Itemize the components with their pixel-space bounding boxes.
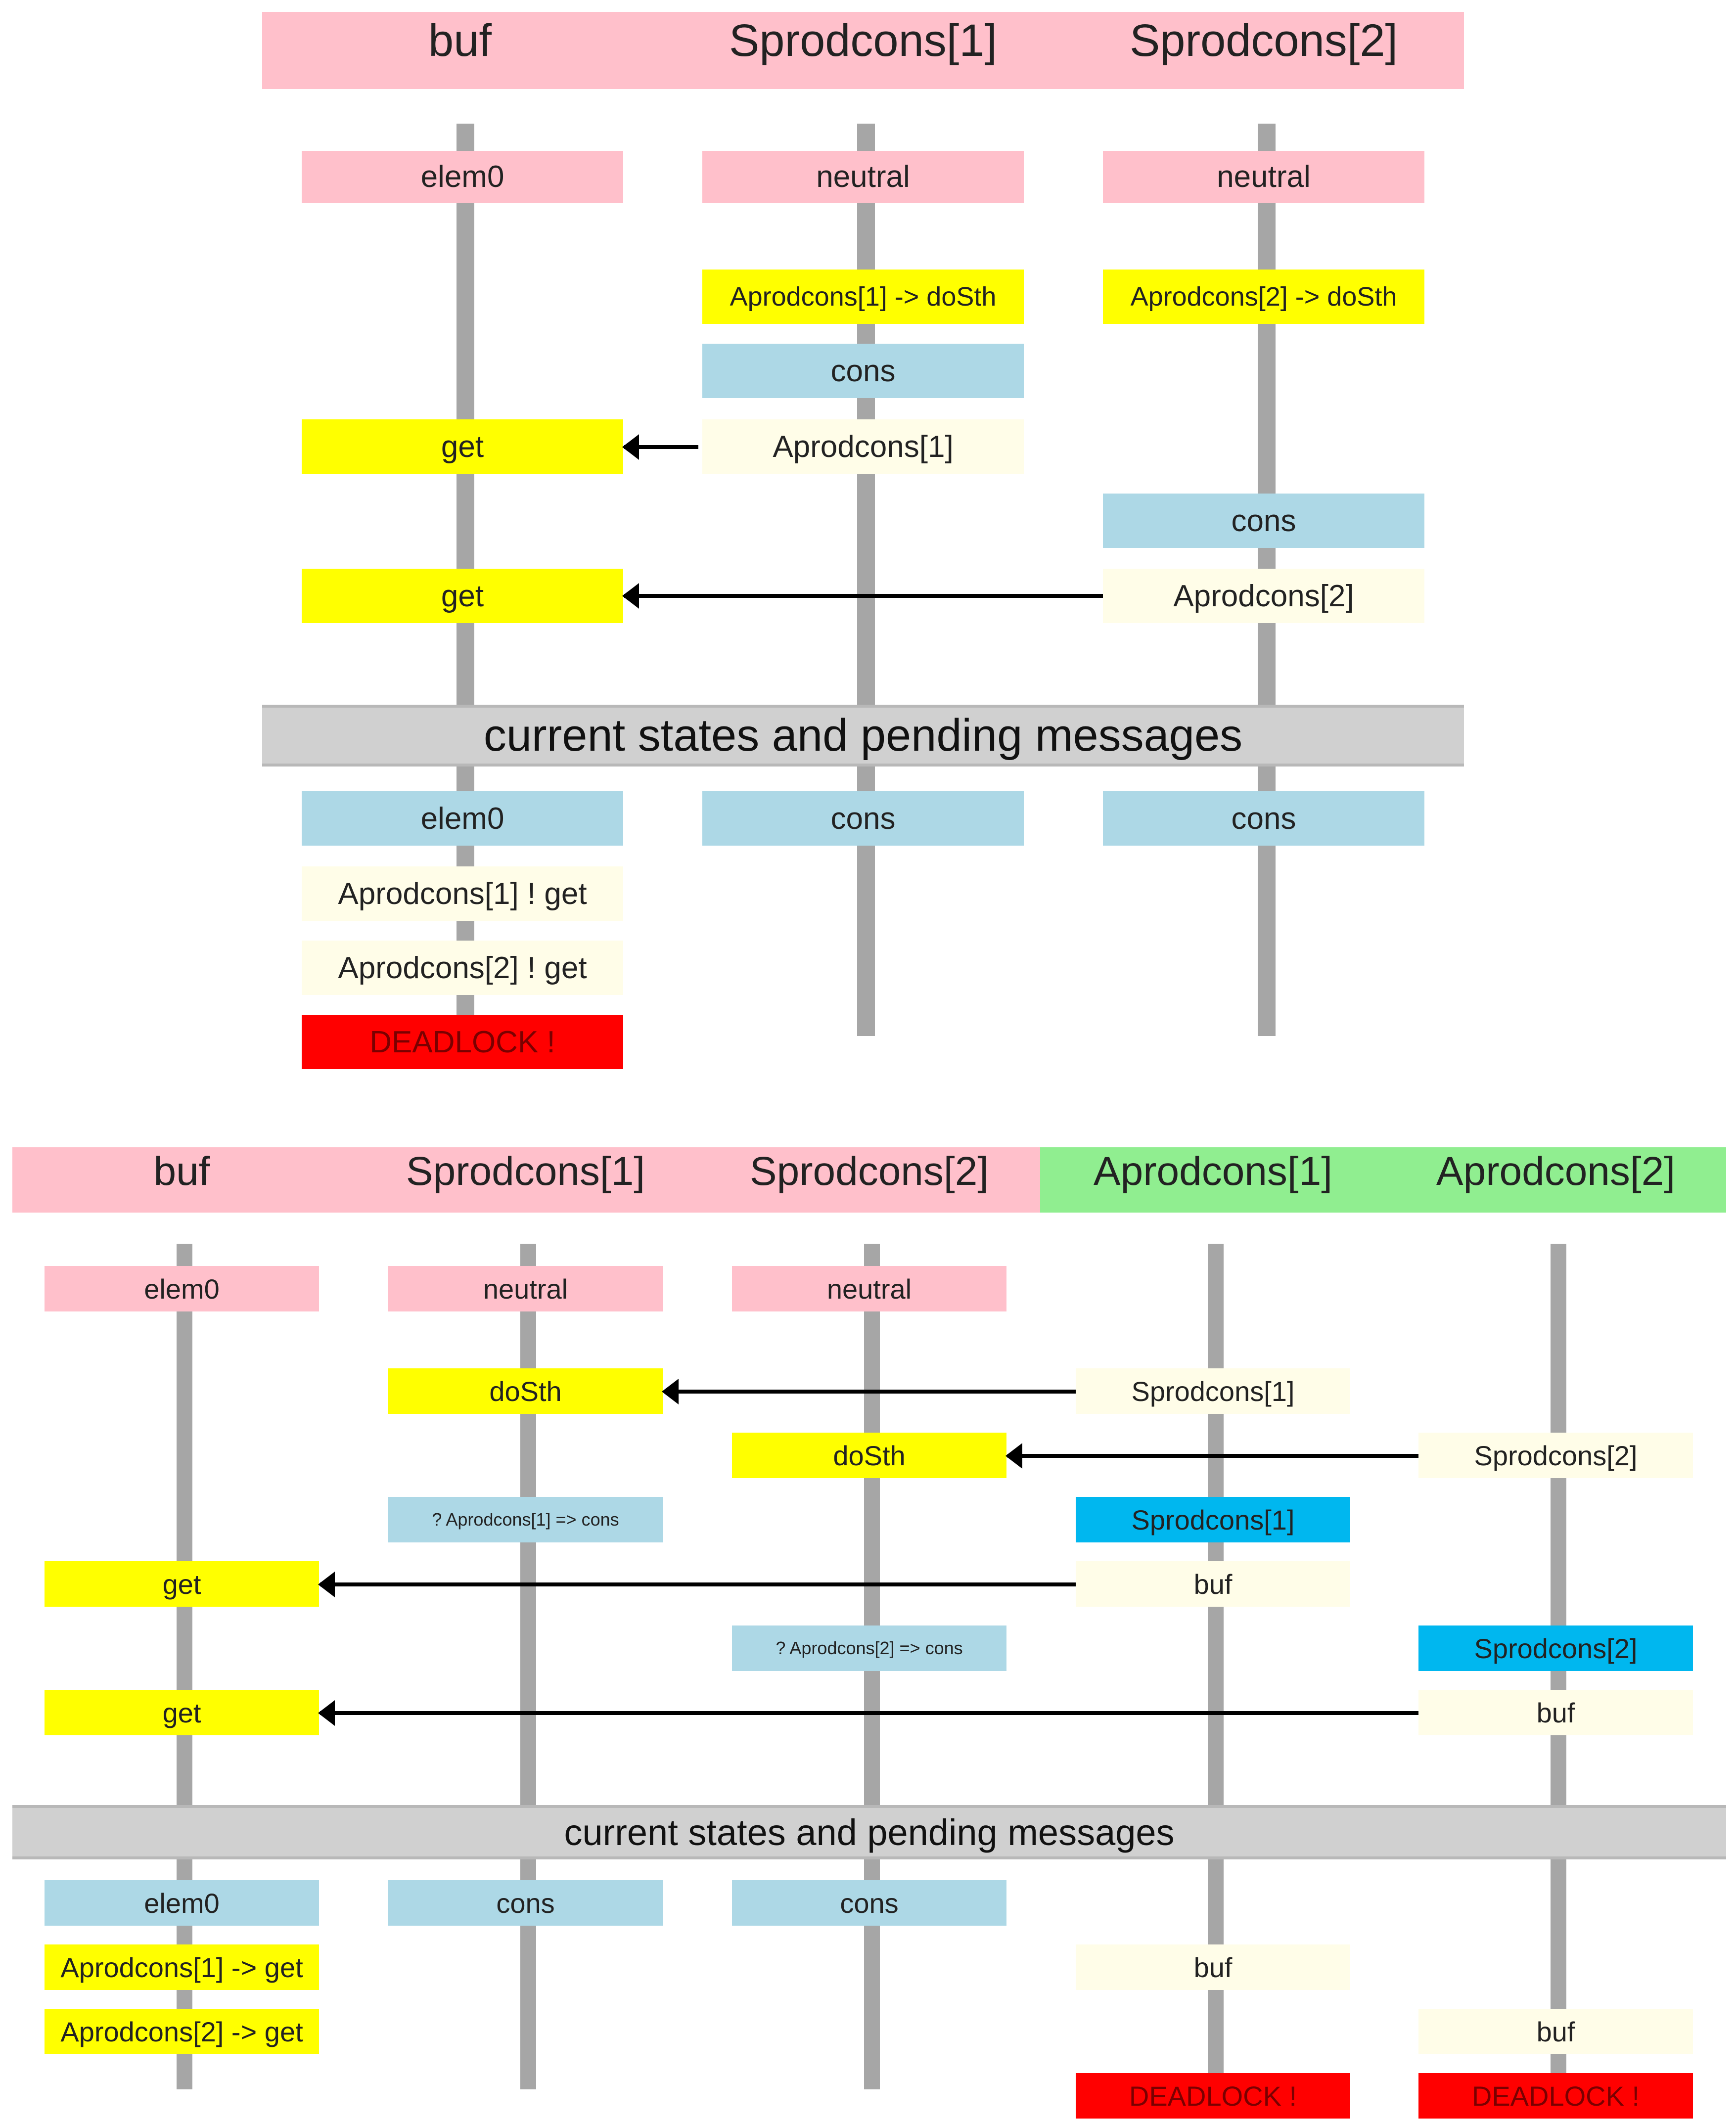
sprodcons-2-state-neutral: neutral [732, 1266, 1006, 1311]
lifeline-sprodcons-1 [857, 124, 875, 1036]
sprodcons-2-dosth: Aprodcons[2] -> doSth [1103, 270, 1424, 324]
sprodcons-1-current-state: cons [702, 791, 1024, 846]
header-buf: buf [153, 1149, 210, 1194]
aprodcons-2-message-buf: buf [1418, 1690, 1693, 1735]
buf-state-elem0: elem0 [45, 1266, 319, 1311]
header-sprodcons-1: Sprodcons[1] [729, 15, 998, 66]
sprodcons-1-dosth: Aprodcons[1] -> doSth [702, 270, 1024, 324]
buf-pending-message-1: Aprodcons[1] ! get [302, 866, 623, 921]
sprodcons-1-dosth: doSth [388, 1368, 663, 1414]
buf-get-1: get [302, 419, 623, 474]
sprodcons-1-message: Aprodcons[1] [702, 419, 1024, 474]
header-sprodcons-2: Sprodcons[2] [749, 1149, 989, 1194]
header-aprodcons-1: Aprodcons[1] [1093, 1149, 1333, 1194]
aprodcons-2-pending-message: buf [1418, 2009, 1693, 2054]
sprodcons-2-state-cons: cons [1103, 494, 1424, 548]
sprodcons-2-dosth: doSth [732, 1433, 1006, 1478]
sprodcons-1-state-cons: cons [702, 344, 1024, 398]
arrow-aprodcons-2-to-sprodcons-2 [1007, 1454, 1418, 1458]
buf-get-1: get [45, 1561, 319, 1607]
separator-current-states: current states and pending messages [12, 1805, 1726, 1859]
sprodcons-2-message: Aprodcons[2] [1103, 569, 1424, 623]
header-band [262, 12, 1464, 89]
header-aprodcons-2: Aprodcons[2] [1436, 1149, 1676, 1194]
buf-current-state: elem0 [302, 791, 623, 846]
header-buf: buf [428, 15, 492, 66]
aprodcons-1-deadlock: DEADLOCK ! [1076, 2073, 1350, 2119]
aprodcons-1-state-sprodcons-1: Sprodcons[1] [1076, 1497, 1350, 1542]
buf-get-2: get [302, 569, 623, 623]
separator-current-states: current states and pending messages [262, 705, 1464, 767]
sprodcons-1-state-neutral: neutral [702, 151, 1024, 203]
sprodcons-2-state-neutral: neutral [1103, 151, 1424, 203]
buf-current-state: elem0 [45, 1880, 319, 1926]
buf-deadlock: DEADLOCK ! [302, 1015, 623, 1069]
header-sprodcons-1: Sprodcons[1] [406, 1149, 645, 1194]
arrow-aprodcons-1-to-sprodcons-1 [664, 1390, 1076, 1394]
sprodcons-1-current-state: cons [388, 1880, 663, 1926]
buf-get-2: get [45, 1690, 319, 1735]
aprodcons-1-message-buf: buf [1076, 1561, 1350, 1607]
arrow-aprodcons-2-to-buf [320, 1711, 1418, 1715]
sprodcons-2-query: ? Aprodcons[2] => cons [732, 1625, 1006, 1671]
header-band-pink [12, 1147, 1040, 1213]
buf-pending-message-2: Aprodcons[2] ! get [302, 941, 623, 995]
arrow-sprodcons-1-to-buf [624, 445, 698, 449]
buf-pending-message-1: Aprodcons[1] -> get [45, 1944, 319, 1990]
sprodcons-2-current-state: cons [732, 1880, 1006, 1926]
aprodcons-2-message-sprodcons-2: Sprodcons[2] [1418, 1433, 1693, 1478]
aprodcons-1-pending-message: buf [1076, 1944, 1350, 1990]
arrow-sprodcons-2-to-buf [624, 594, 1103, 598]
sprodcons-2-current-state: cons [1103, 791, 1424, 846]
sprodcons-1-state-neutral: neutral [388, 1266, 663, 1311]
header-band-green [1040, 1147, 1726, 1213]
buf-state-elem0: elem0 [302, 151, 623, 203]
sprodcons-1-query: ? Aprodcons[1] => cons [388, 1497, 663, 1542]
aprodcons-1-message-sprodcons-1: Sprodcons[1] [1076, 1368, 1350, 1414]
header-sprodcons-2: Sprodcons[2] [1129, 15, 1398, 66]
aprodcons-2-state-sprodcons-2: Sprodcons[2] [1418, 1625, 1693, 1671]
aprodcons-2-deadlock: DEADLOCK ! [1418, 2073, 1693, 2119]
buf-pending-message-2: Aprodcons[2] -> get [45, 2009, 319, 2054]
arrow-aprodcons-1-to-buf [320, 1582, 1076, 1586]
